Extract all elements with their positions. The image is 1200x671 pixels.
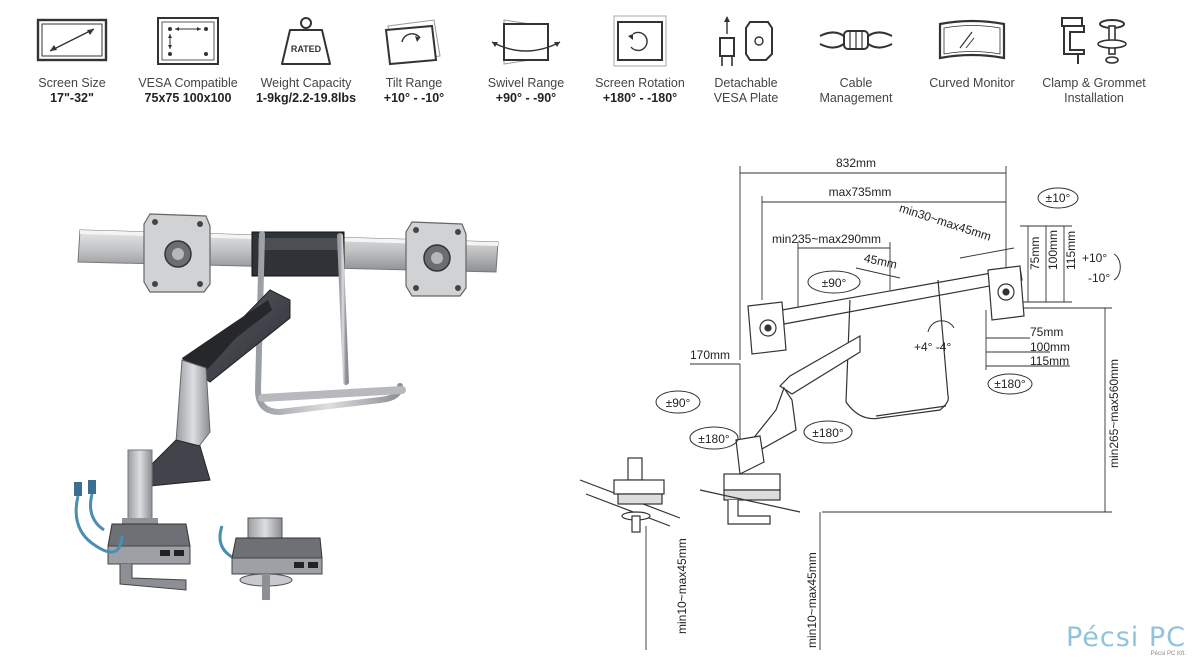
dim-total-width: 832mm	[836, 156, 876, 170]
dim-arm-reach: min30~max45mm	[898, 201, 993, 244]
dim-desk-right: min10~max45mm	[805, 552, 819, 648]
feature-tilt: Tilt Range +10° - -10°	[354, 14, 474, 105]
dim-desk-left: min10~max45mm	[675, 538, 689, 634]
feature-title: Screen Rotation	[595, 76, 685, 90]
pole	[122, 449, 158, 530]
dim-v75: 75mm	[1028, 237, 1042, 270]
feature-value: 1-9kg/2.2-19.8lbs	[255, 91, 357, 105]
feature-clamp-grommet: Clamp & Grommet Installation	[1034, 14, 1154, 105]
rotation-markers	[655, 187, 1121, 450]
feature-title: Tilt Range	[385, 76, 443, 90]
vesa-plate-icon	[719, 16, 773, 66]
dim-max-width: max735mm	[829, 185, 892, 199]
dim-height-range: min265~max560mm	[1107, 359, 1121, 468]
dim-swivel-left: ±90°	[822, 276, 847, 290]
dim-base-rotation: ±180°	[698, 432, 730, 446]
dim-tilt-down: -10°	[1088, 271, 1110, 285]
dimension-lines	[645, 166, 1112, 650]
feature-value: Installation	[1064, 91, 1124, 105]
clamp-grommet-icon	[1061, 17, 1127, 64]
dim-depth: 170mm	[690, 348, 730, 362]
upper-arm	[182, 289, 291, 383]
brand-logo-subtext: Pécsi PC Kft.	[1150, 651, 1186, 657]
feature-weight: RATED Weight Capacity 1-9kg/2.2-19.8lbs	[246, 14, 366, 105]
feature-title: Clamp & Grommet	[1042, 76, 1146, 90]
feature-title: Curved Monitor	[929, 76, 1015, 90]
dim-h75: 75mm	[1030, 325, 1063, 339]
feature-rotation: Screen Rotation +180° - -180°	[580, 14, 700, 105]
feature-title: VESA Compatible	[138, 76, 238, 90]
dim-h115: 115mm	[1030, 354, 1069, 368]
swivel-icon	[491, 19, 561, 65]
feature-value: Management	[819, 91, 893, 105]
rotation-icon	[613, 15, 667, 67]
feature-title: Detachable	[714, 76, 778, 90]
center-bracket	[251, 231, 345, 277]
feature-title: Weight Capacity	[260, 76, 352, 90]
tilt-icon	[384, 19, 441, 66]
product-photo	[74, 213, 499, 600]
dim-base-swivel: ±90°	[666, 396, 691, 410]
dim-h100: 100mm	[1030, 340, 1070, 354]
screen-size-icon	[36, 18, 108, 62]
feature-value: 17"-32"	[50, 91, 94, 105]
dim-swivel-right: ±10°	[1046, 191, 1071, 205]
feature-title: Cable	[839, 76, 873, 90]
feature-curved-monitor: Curved Monitor	[912, 14, 1032, 91]
line-art	[579, 265, 1025, 533]
feature-value: +10° - -10°	[383, 91, 445, 105]
feature-vesa-plate: Detachable VESA Plate	[686, 14, 806, 105]
curved-monitor-icon	[938, 19, 1006, 60]
vesa-plate-right	[405, 221, 467, 297]
dim-arm-span: min235~max290mm	[772, 232, 881, 246]
cable-icon	[819, 30, 893, 50]
feature-swivel: Swivel Range +90° - -90°	[466, 14, 586, 105]
usb-cables	[74, 480, 124, 554]
dim-pivot: +4° -4°	[914, 340, 951, 354]
dim-tilt-up: +10°	[1082, 251, 1107, 265]
handle-bar-right	[337, 233, 349, 385]
feature-title: Swivel Range	[487, 76, 565, 90]
feature-value: +180° - -180°	[602, 91, 678, 105]
feature-cable: Cable Management	[796, 14, 916, 105]
dim-rotation-right: ±180°	[994, 377, 1026, 391]
grommet-base	[218, 517, 323, 600]
dim-arm-rotation: ±180°	[812, 426, 844, 440]
dim-handle-gap: 45mm	[863, 251, 899, 272]
feature-value: +90° - -90°	[495, 91, 557, 105]
dim-v115: 115mm	[1064, 231, 1078, 270]
vesa-plate-left	[143, 213, 211, 293]
feature-strip: Screen Size 17"-32" VESA Compatible 75x7…	[0, 0, 1200, 120]
dim-v100: 100mm	[1046, 230, 1060, 270]
lower-arm	[139, 359, 211, 487]
feature-screen-size: Screen Size 17"-32"	[12, 14, 132, 105]
vesa-icon	[157, 17, 219, 65]
dimension-drawing: 832mm max735mm min30~max45mm min235~max2…	[579, 156, 1121, 650]
feature-title: Screen Size	[38, 76, 106, 90]
weight-icon-label: RATED	[291, 44, 322, 54]
feature-value: VESA Plate	[713, 91, 779, 105]
feature-value: 75x75 100x100	[144, 91, 232, 105]
brand-logo-text: Pécsi PC	[1065, 622, 1186, 653]
weight-icon: RATED	[281, 17, 331, 65]
brand-logo: Pécsi PC Pécsi PC Kft.	[1066, 622, 1186, 657]
feature-vesa: VESA Compatible 75x75 100x100	[128, 14, 248, 105]
base-clamp	[107, 523, 191, 591]
